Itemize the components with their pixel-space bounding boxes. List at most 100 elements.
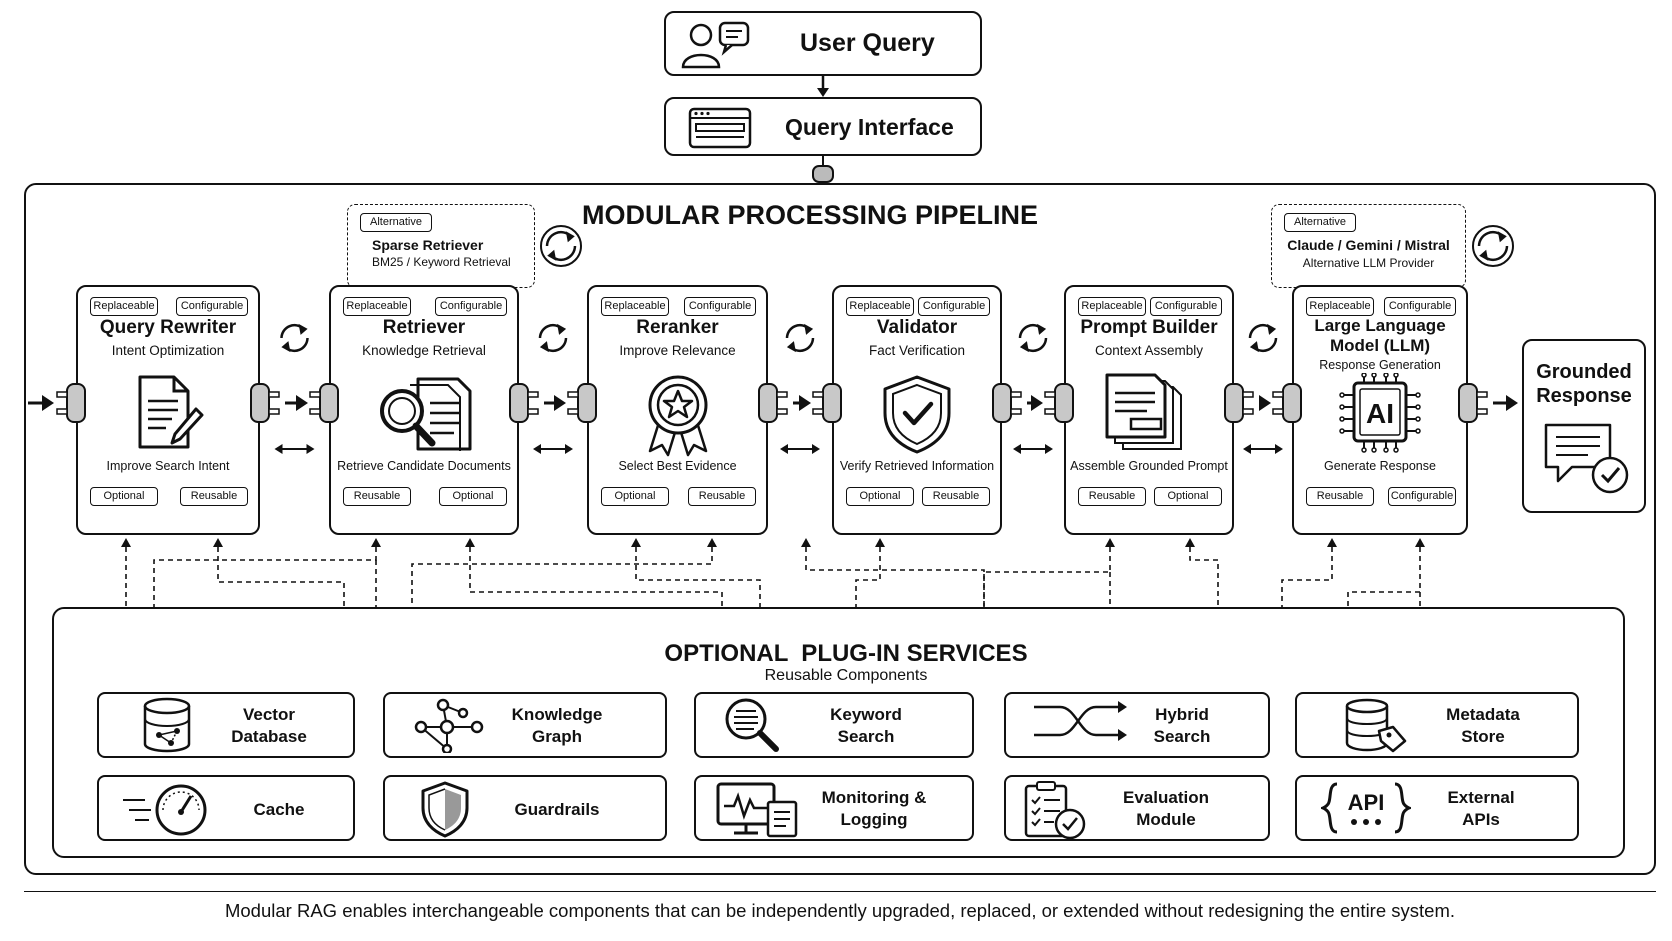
plug-prong: [56, 408, 68, 415]
bottom-tag-left: Optional: [846, 487, 914, 506]
swap-arrow-head: [274, 444, 283, 454]
module-description: Retrieve Candidate Documents: [337, 459, 511, 473]
service-label-line2: Graph: [531, 727, 583, 746]
input-plug: [319, 383, 339, 423]
swap-arrow-head: [565, 444, 573, 454]
service-cache: Cache: [97, 775, 355, 841]
plug-prong: [1242, 408, 1254, 415]
sync-arrowhead: [1479, 249, 1489, 261]
configurable-tag: Configurable: [684, 297, 756, 316]
service-label-line1: Monitoring &: [821, 788, 927, 807]
bottom-tag-right: Optional: [439, 487, 507, 506]
plug-prong: [1272, 408, 1284, 415]
graph-nodes-icon: [411, 697, 487, 758]
service-label-line2: Store: [1461, 727, 1505, 746]
swap-arrow-head: [1243, 444, 1251, 454]
arrow-head: [42, 395, 54, 411]
configurable-tag: Configurable: [918, 297, 990, 316]
alternative-subtitle: Alternative LLM Provider: [1302, 256, 1435, 270]
service-label-line2: Module: [1136, 810, 1196, 829]
swap-arrow-head: [812, 444, 820, 454]
sync-arrowhead: [1267, 323, 1277, 335]
shield-icon: [419, 780, 471, 843]
sync-arrowhead: [1037, 323, 1047, 335]
plug-prong: [812, 408, 824, 415]
bottom-tag-right: Reusable: [688, 487, 756, 506]
footer-caption: Modular RAG enables interchangeable comp…: [224, 900, 1455, 921]
alternative-title: Sparse Retriever: [372, 237, 484, 253]
input-plug: [1054, 383, 1074, 423]
plug-prong: [776, 391, 788, 398]
pipeline-title: MODULAR PROCESSING PIPELINE: [581, 200, 1039, 230]
plug-prong: [56, 391, 68, 398]
chat-check-icon: [1544, 423, 1629, 494]
bottom-tag-right: Reusable: [922, 487, 990, 506]
input-plug: [66, 383, 86, 423]
service-label-line1: External: [1447, 788, 1515, 807]
sync-arrowhead: [557, 323, 567, 335]
sync-arrowhead: [565, 231, 575, 243]
input-plug: [822, 383, 842, 423]
replaceable-tag: Replaceable: [1078, 297, 1146, 316]
bottom-tag-left: Reusable: [343, 487, 411, 506]
plug-prong: [527, 391, 539, 398]
service-link-line: [635, 547, 761, 612]
grounded-response-line1: Grounded: [1536, 361, 1632, 383]
bottom-tag-left: Reusable: [1306, 487, 1374, 506]
bus-up-arrow: [1185, 538, 1195, 547]
bottom-tag-left: Optional: [601, 487, 669, 506]
shuffle-arrows-icon: [1030, 697, 1130, 750]
alternative-tag: Alternative: [360, 213, 432, 232]
module-subtitle: Knowledge Retrieval: [362, 343, 486, 358]
module-title: Prompt Builder: [1080, 317, 1218, 338]
arrow-query-to-interface: [817, 76, 829, 97]
module-subtitle: Response Generation: [1319, 358, 1441, 372]
module-description: Generate Response: [1324, 459, 1436, 473]
alternative-title: Claude / Gemini / Mistral: [1287, 237, 1450, 253]
module-description: Select Best Evidence: [618, 459, 737, 473]
replaceable-tag: Replaceable: [601, 297, 669, 316]
output-plug: [509, 383, 529, 423]
query-interface-label: Query Interface: [785, 114, 954, 140]
bus-up-arrow: [1415, 538, 1425, 547]
bottom-tag-right: Reusable: [180, 487, 248, 506]
interface-connector-plug: [812, 156, 834, 183]
bus-up-arrow: [213, 538, 223, 547]
search-document-icon: [722, 697, 786, 758]
service-link-line: [855, 547, 881, 612]
services-subtitle: Reusable Components: [764, 667, 928, 684]
bottom-tag-left: Optional: [90, 487, 158, 506]
output-plug: [992, 383, 1012, 423]
module-title-line1: Large Language: [1314, 316, 1446, 335]
plug-prong: [268, 391, 280, 398]
service-label-line1: Evaluation: [1123, 788, 1209, 807]
module-title: Retriever: [382, 317, 466, 338]
replaceable-tag: Replaceable: [90, 297, 158, 316]
arrow-head: [296, 395, 308, 411]
service-link-line: [217, 547, 345, 612]
sync-arrowhead: [1497, 231, 1507, 243]
user-chat-icon: [681, 21, 750, 69]
database-tag-icon: [1343, 697, 1407, 758]
sync-arrowhead: [804, 323, 814, 335]
output-plug: [1224, 383, 1244, 423]
api-braces-icon: API: [1318, 780, 1414, 841]
shield-check-icon: [834, 373, 1000, 460]
service-link-line: [1189, 547, 1219, 612]
alternative-tag: Alternative: [1284, 213, 1356, 232]
service-label-line1: Keyword: [830, 705, 902, 724]
bus-up-arrow: [465, 538, 475, 547]
bus-up-arrow: [1327, 538, 1337, 547]
user-query-box: User Query: [664, 11, 982, 76]
service-link-line: [1281, 547, 1333, 612]
module-description: Assemble Grounded Prompt: [1070, 459, 1228, 473]
service-label-line1: Vector: [243, 705, 295, 724]
module-description: Verify Retrieved Information: [839, 459, 995, 473]
service-link-line: [411, 547, 713, 612]
document-edit-icon: [78, 373, 258, 458]
